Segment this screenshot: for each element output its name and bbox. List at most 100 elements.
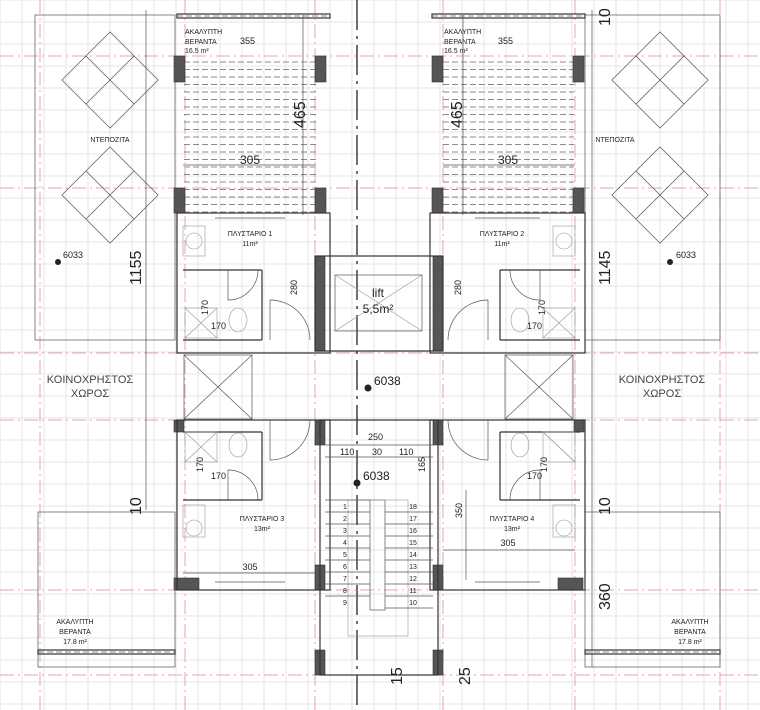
dimension: 250 [368, 432, 383, 442]
dimension: 170 [527, 471, 542, 481]
level-value: 6033 [63, 250, 83, 260]
water-tank-icon [61, 31, 159, 129]
dimension: 305 [500, 538, 515, 548]
dimension: 465 [449, 101, 466, 128]
common-area-label: ΚΟΙΝΟΧΡΗΣΤΟΣ [47, 374, 134, 386]
level-marker-icon [353, 479, 361, 487]
veranda-railings [37, 13, 721, 655]
toilet-icon [228, 432, 248, 458]
unit-2-labels: ΑΚΑΛΥΠΤΗ ΒΕΡΑΝΤΑ 16.5 m² 355 465 305 ΠΛΥ… [443, 15, 575, 331]
step-number: 6 [343, 564, 347, 571]
step-number: 5 [343, 552, 347, 559]
step-number: 1 [343, 504, 347, 511]
level-value: 6038 [374, 374, 401, 388]
dimension: 165 [417, 457, 427, 472]
side-dimensions: 1 15 5 1145 10 10 10 360 [128, 8, 614, 667]
site-boundary [34, 14, 721, 668]
lift-label: lift [372, 286, 385, 300]
step-number: 17 [409, 516, 417, 523]
sink-icon [182, 225, 206, 257]
sink-icon [552, 225, 576, 257]
step-number: 8 [343, 588, 347, 595]
unit-1-labels: ΑΚΑΛΥΠΤΗ ΒΕΡΑΝΤΑ 16.5 m² 355 465 305 ΠΛΥ… [183, 15, 316, 331]
dimension: 110 [399, 447, 413, 457]
dimension: 15 [389, 667, 406, 685]
dimension: 305 [242, 562, 257, 572]
water-tank-icon [611, 31, 709, 129]
veranda-label: ΑΚΑΛΥΠΤΗ [444, 29, 481, 36]
dimension: 170 [527, 321, 542, 331]
dimension: 1145 [597, 250, 614, 285]
dimension: 25 [457, 667, 474, 685]
dimension: 170 [195, 457, 205, 472]
dimension: 10 [597, 497, 614, 515]
dimension: 280 [289, 280, 299, 295]
step-number: 14 [409, 552, 417, 559]
dimension: 10 [128, 497, 145, 515]
dimension: 280 [453, 280, 463, 295]
water-tank-icon [61, 146, 159, 244]
dimension: 110 [340, 447, 354, 457]
water-tank-icon [611, 146, 709, 244]
bottom-veranda-labels: ΑΚΑΛΥΠΤΗ ΒΕΡΑΝΤΑ 17.8 m² ΑΚΑΛΥΠΤΗ ΒΕΡΑΝΤ… [56, 619, 708, 646]
veranda-label: ΒΕΡΑΝΤΑ [59, 629, 91, 636]
doors [215, 217, 541, 583]
room-area: 13m² [504, 526, 521, 533]
toilet-icon [510, 307, 530, 333]
room-area: 11m² [242, 241, 258, 248]
shower-icon [542, 307, 576, 339]
veranda-area: 17.8 m² [678, 639, 702, 646]
shower-icon [542, 431, 576, 463]
lift: lift 5,5m² [334, 274, 423, 332]
room-name: ΠΛΥΣΤΑΡΙΟ 2 [480, 231, 525, 238]
common-area-label: ΧΩΡΟΣ [71, 388, 109, 400]
step-number: 11 [409, 588, 416, 595]
common-area-label: ΚΟΙΝΟΧΡΗΣΤΟΣ [619, 374, 706, 386]
dimension: 170 [211, 471, 226, 481]
dimension: 305 [498, 153, 518, 167]
level-marker-icon [667, 259, 673, 265]
veranda-area: 16.5 m² [185, 48, 209, 55]
dimension: 360 [597, 583, 614, 610]
step-number: 3 [343, 528, 347, 535]
walls [176, 212, 586, 676]
dimension: 305 [240, 153, 260, 167]
step-number: 9 [343, 600, 347, 607]
room-area: 11m² [494, 241, 510, 248]
level-value: 6033 [676, 250, 696, 260]
pergola-left [184, 61, 316, 213]
unit-4-labels: ΠΛΥΣΤΑΡΙΟ 4 13m² 305 350 170 170 [443, 457, 575, 580]
dimension: 350 [454, 503, 464, 518]
dimension: 355 [498, 36, 513, 46]
veranda-label: ΒΕΡΑΝΤΑ [674, 629, 706, 636]
sink-icon [552, 504, 576, 538]
sanitary-fixtures [182, 225, 576, 538]
dimension: 170 [539, 457, 549, 472]
toilet-icon [228, 307, 248, 333]
veranda-label: ΒΕΡΑΝΤΑ [185, 39, 217, 46]
dimension: 30 [372, 447, 382, 457]
lift-area: 5,5m² [363, 302, 394, 316]
dimension: 170 [211, 321, 226, 331]
room-name: ΠΛΥΣΤΑΡΙΟ 1 [228, 231, 273, 238]
veranda-area: 17.8 m² [63, 639, 87, 646]
unit-3-labels: ΠΛΥΣΤΑΡΙΟ 3 13m² 305 170 170 [183, 457, 316, 574]
dimension: 170 [537, 300, 547, 315]
toilet-icon [510, 432, 530, 458]
level-value: 6038 [363, 469, 390, 483]
step-number: 7 [343, 576, 347, 583]
veranda-label: ΑΚΑΛΥΠΤΗ [671, 619, 708, 626]
step-number: 15 [409, 540, 417, 547]
step-number: 2 [343, 516, 347, 523]
level-marker-icon [55, 259, 61, 265]
step-number: 13 [409, 564, 417, 571]
level-markers: 6033 6033 6038 6038 [55, 250, 696, 487]
veranda-label: ΑΚΑΛΥΠΤΗ [185, 29, 222, 36]
step-number: 4 [343, 540, 347, 547]
veranda-area: 16.5 m² [444, 48, 468, 55]
step-number: 16 [409, 528, 417, 535]
dimension: 10 [597, 8, 614, 26]
